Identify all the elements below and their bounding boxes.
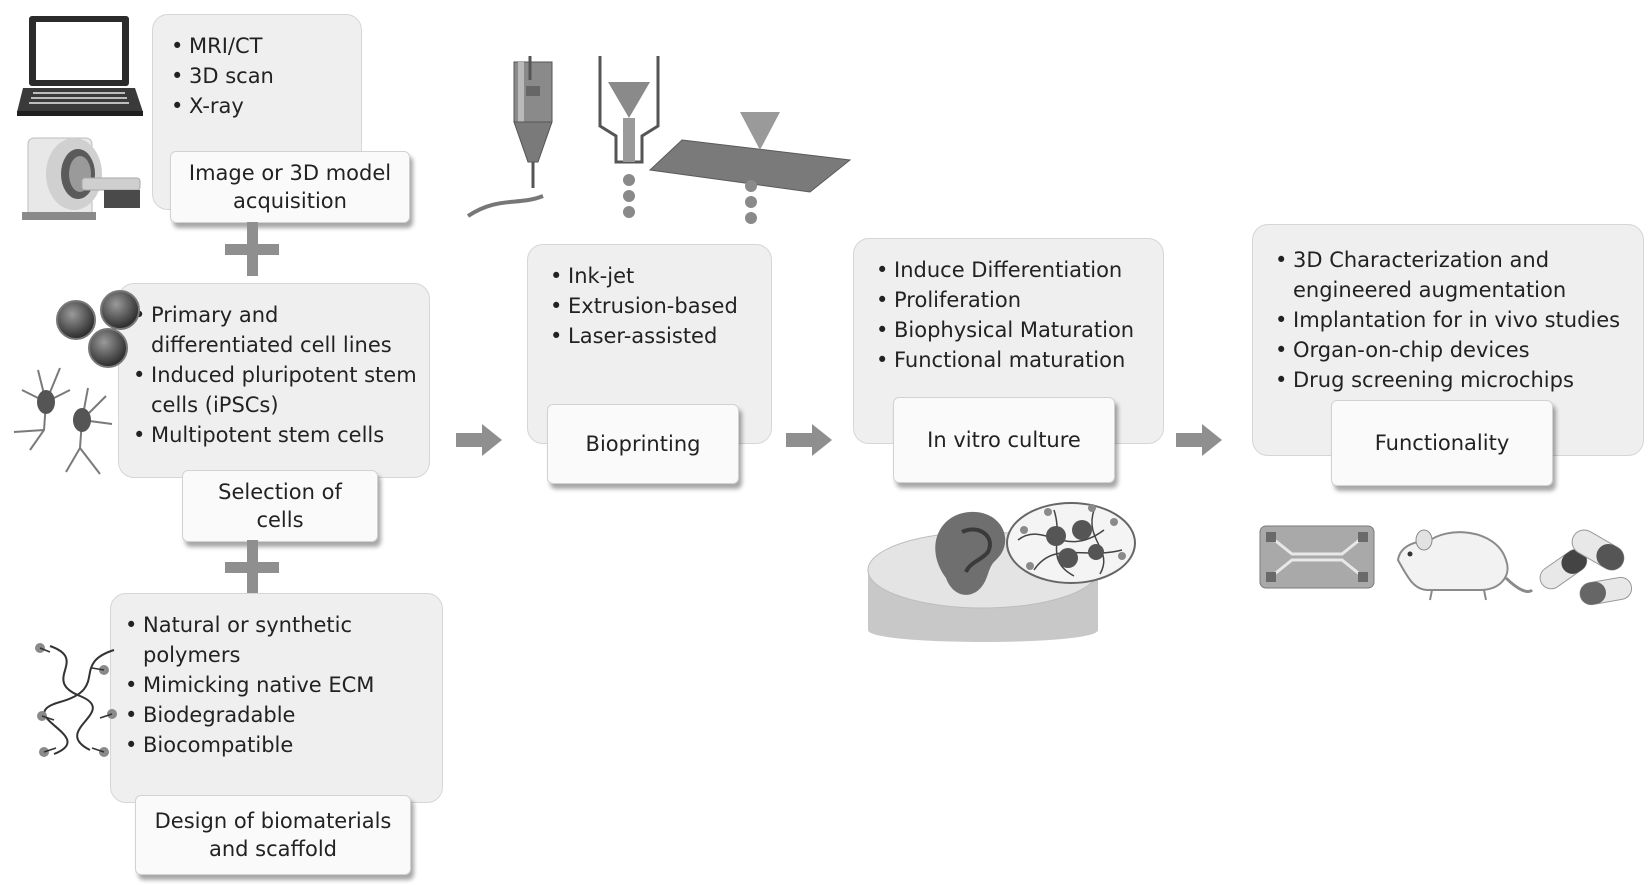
biomaterials-panel: Natural or synthetic polymers Mimicking … bbox=[110, 593, 443, 803]
list-item: Proliferation bbox=[876, 285, 1166, 315]
culture-bullets: Induce Differentiation Proliferation Bio… bbox=[876, 255, 1166, 375]
arrow-right-icon bbox=[786, 424, 832, 456]
plus-icon bbox=[225, 222, 279, 276]
functionality-label: Functionality bbox=[1331, 400, 1553, 486]
cells-icon bbox=[56, 290, 140, 368]
mri-scanner-icon bbox=[22, 137, 141, 220]
laptop-icon bbox=[17, 16, 143, 116]
list-item: Induce Differentiation bbox=[876, 255, 1166, 285]
culture-label: In vitro culture bbox=[893, 397, 1115, 483]
list-item: Induced pluripotent stem cells (iPSCs) bbox=[133, 360, 423, 420]
plus-icon bbox=[225, 540, 279, 594]
extrusion-nozzle-icon bbox=[598, 56, 660, 218]
list-item: Mimicking native ECM bbox=[125, 670, 435, 700]
list-item: Ink-jet bbox=[550, 261, 738, 291]
pills-icon bbox=[1539, 529, 1633, 606]
list-item: Biodegradable bbox=[125, 700, 435, 730]
inkjet-nozzle-icon bbox=[466, 56, 553, 218]
cells-panel: Primary and differentiated cell lines In… bbox=[118, 283, 430, 478]
arrow-right-icon bbox=[1176, 424, 1222, 456]
list-item: Primary and differentiated cell lines bbox=[133, 300, 423, 360]
polymer-chain-icon bbox=[35, 643, 117, 757]
list-item: Implantation for in vivo studies bbox=[1275, 305, 1645, 335]
cell-cluster-icon bbox=[1006, 502, 1136, 584]
biomaterials-bullets: Natural or synthetic polymers Mimicking … bbox=[125, 610, 435, 760]
arrow-right-icon bbox=[456, 424, 502, 456]
list-item: Extrusion-based bbox=[550, 291, 738, 321]
cells-bullets: Primary and differentiated cell lines In… bbox=[133, 300, 423, 450]
cells-label: Selection of cells bbox=[182, 470, 378, 542]
functionality-panel: 3D Characterization and engineered augme… bbox=[1252, 224, 1644, 456]
list-item: Biophysical Maturation bbox=[876, 315, 1166, 345]
acquisition-bullets: MRI/CT 3D scan X-ray bbox=[171, 31, 274, 121]
list-item: 3D Characterization and engineered augme… bbox=[1275, 245, 1645, 305]
organ-chip-icon bbox=[1259, 525, 1375, 589]
functionality-bullets: 3D Characterization and engineered augme… bbox=[1275, 245, 1645, 395]
list-item: Functional maturation bbox=[876, 345, 1166, 375]
list-item: Drug screening microchips bbox=[1275, 365, 1645, 395]
list-item: Organ-on-chip devices bbox=[1275, 335, 1645, 365]
list-item: Biocompatible bbox=[125, 730, 435, 760]
bioprinting-label: Bioprinting bbox=[547, 404, 739, 484]
list-item: Laser-assisted bbox=[550, 321, 738, 351]
biomaterials-label: Design of biomaterials and scaffold bbox=[135, 795, 411, 875]
list-item: X-ray bbox=[171, 91, 274, 121]
list-item: 3D scan bbox=[171, 61, 274, 91]
rat-icon bbox=[1396, 529, 1534, 601]
neuron-icon bbox=[13, 367, 113, 475]
list-item: MRI/CT bbox=[171, 31, 274, 61]
acquisition-label: Image or 3D model acquisition bbox=[170, 151, 410, 223]
laser-icon bbox=[648, 112, 852, 224]
bioprinting-bullets: Ink-jet Extrusion-based Laser-assisted bbox=[550, 261, 738, 351]
list-item: Natural or synthetic polymers bbox=[125, 610, 435, 670]
list-item: Multipotent stem cells bbox=[133, 420, 423, 450]
